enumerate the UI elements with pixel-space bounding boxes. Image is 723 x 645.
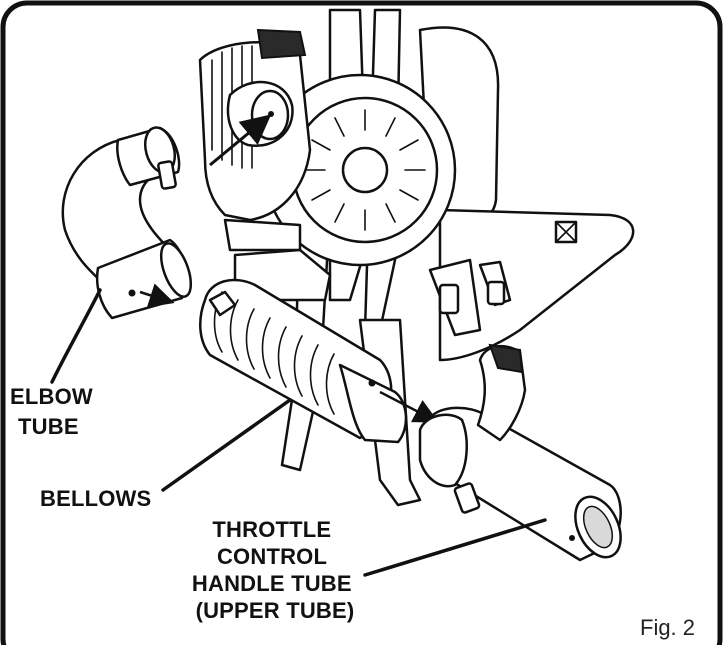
assembly-arrow-icon: [209, 114, 272, 167]
throttle-handle-tube-illustration: [418, 343, 622, 562]
bellows-leader: [161, 398, 292, 492]
bellows-label: BELLOWS: [40, 486, 151, 511]
assembly-arrow-icon: [379, 390, 439, 423]
elbow-tube-illustration: [61, 126, 193, 320]
figure-caption: Fig. 2: [640, 615, 695, 640]
elbow-tube-label: ELBOW TUBE: [10, 384, 99, 439]
rotation-arrow-icon: [139, 283, 175, 308]
elbow-tube-leader: [50, 288, 102, 384]
throttle-leader: [363, 518, 547, 577]
fan-housing-illustration: [263, 73, 457, 267]
bellows-illustration: [199, 278, 408, 444]
throttle-label: THROTTLE CONTROL HANDLE TUBE (UPPER TUBE…: [192, 517, 358, 623]
